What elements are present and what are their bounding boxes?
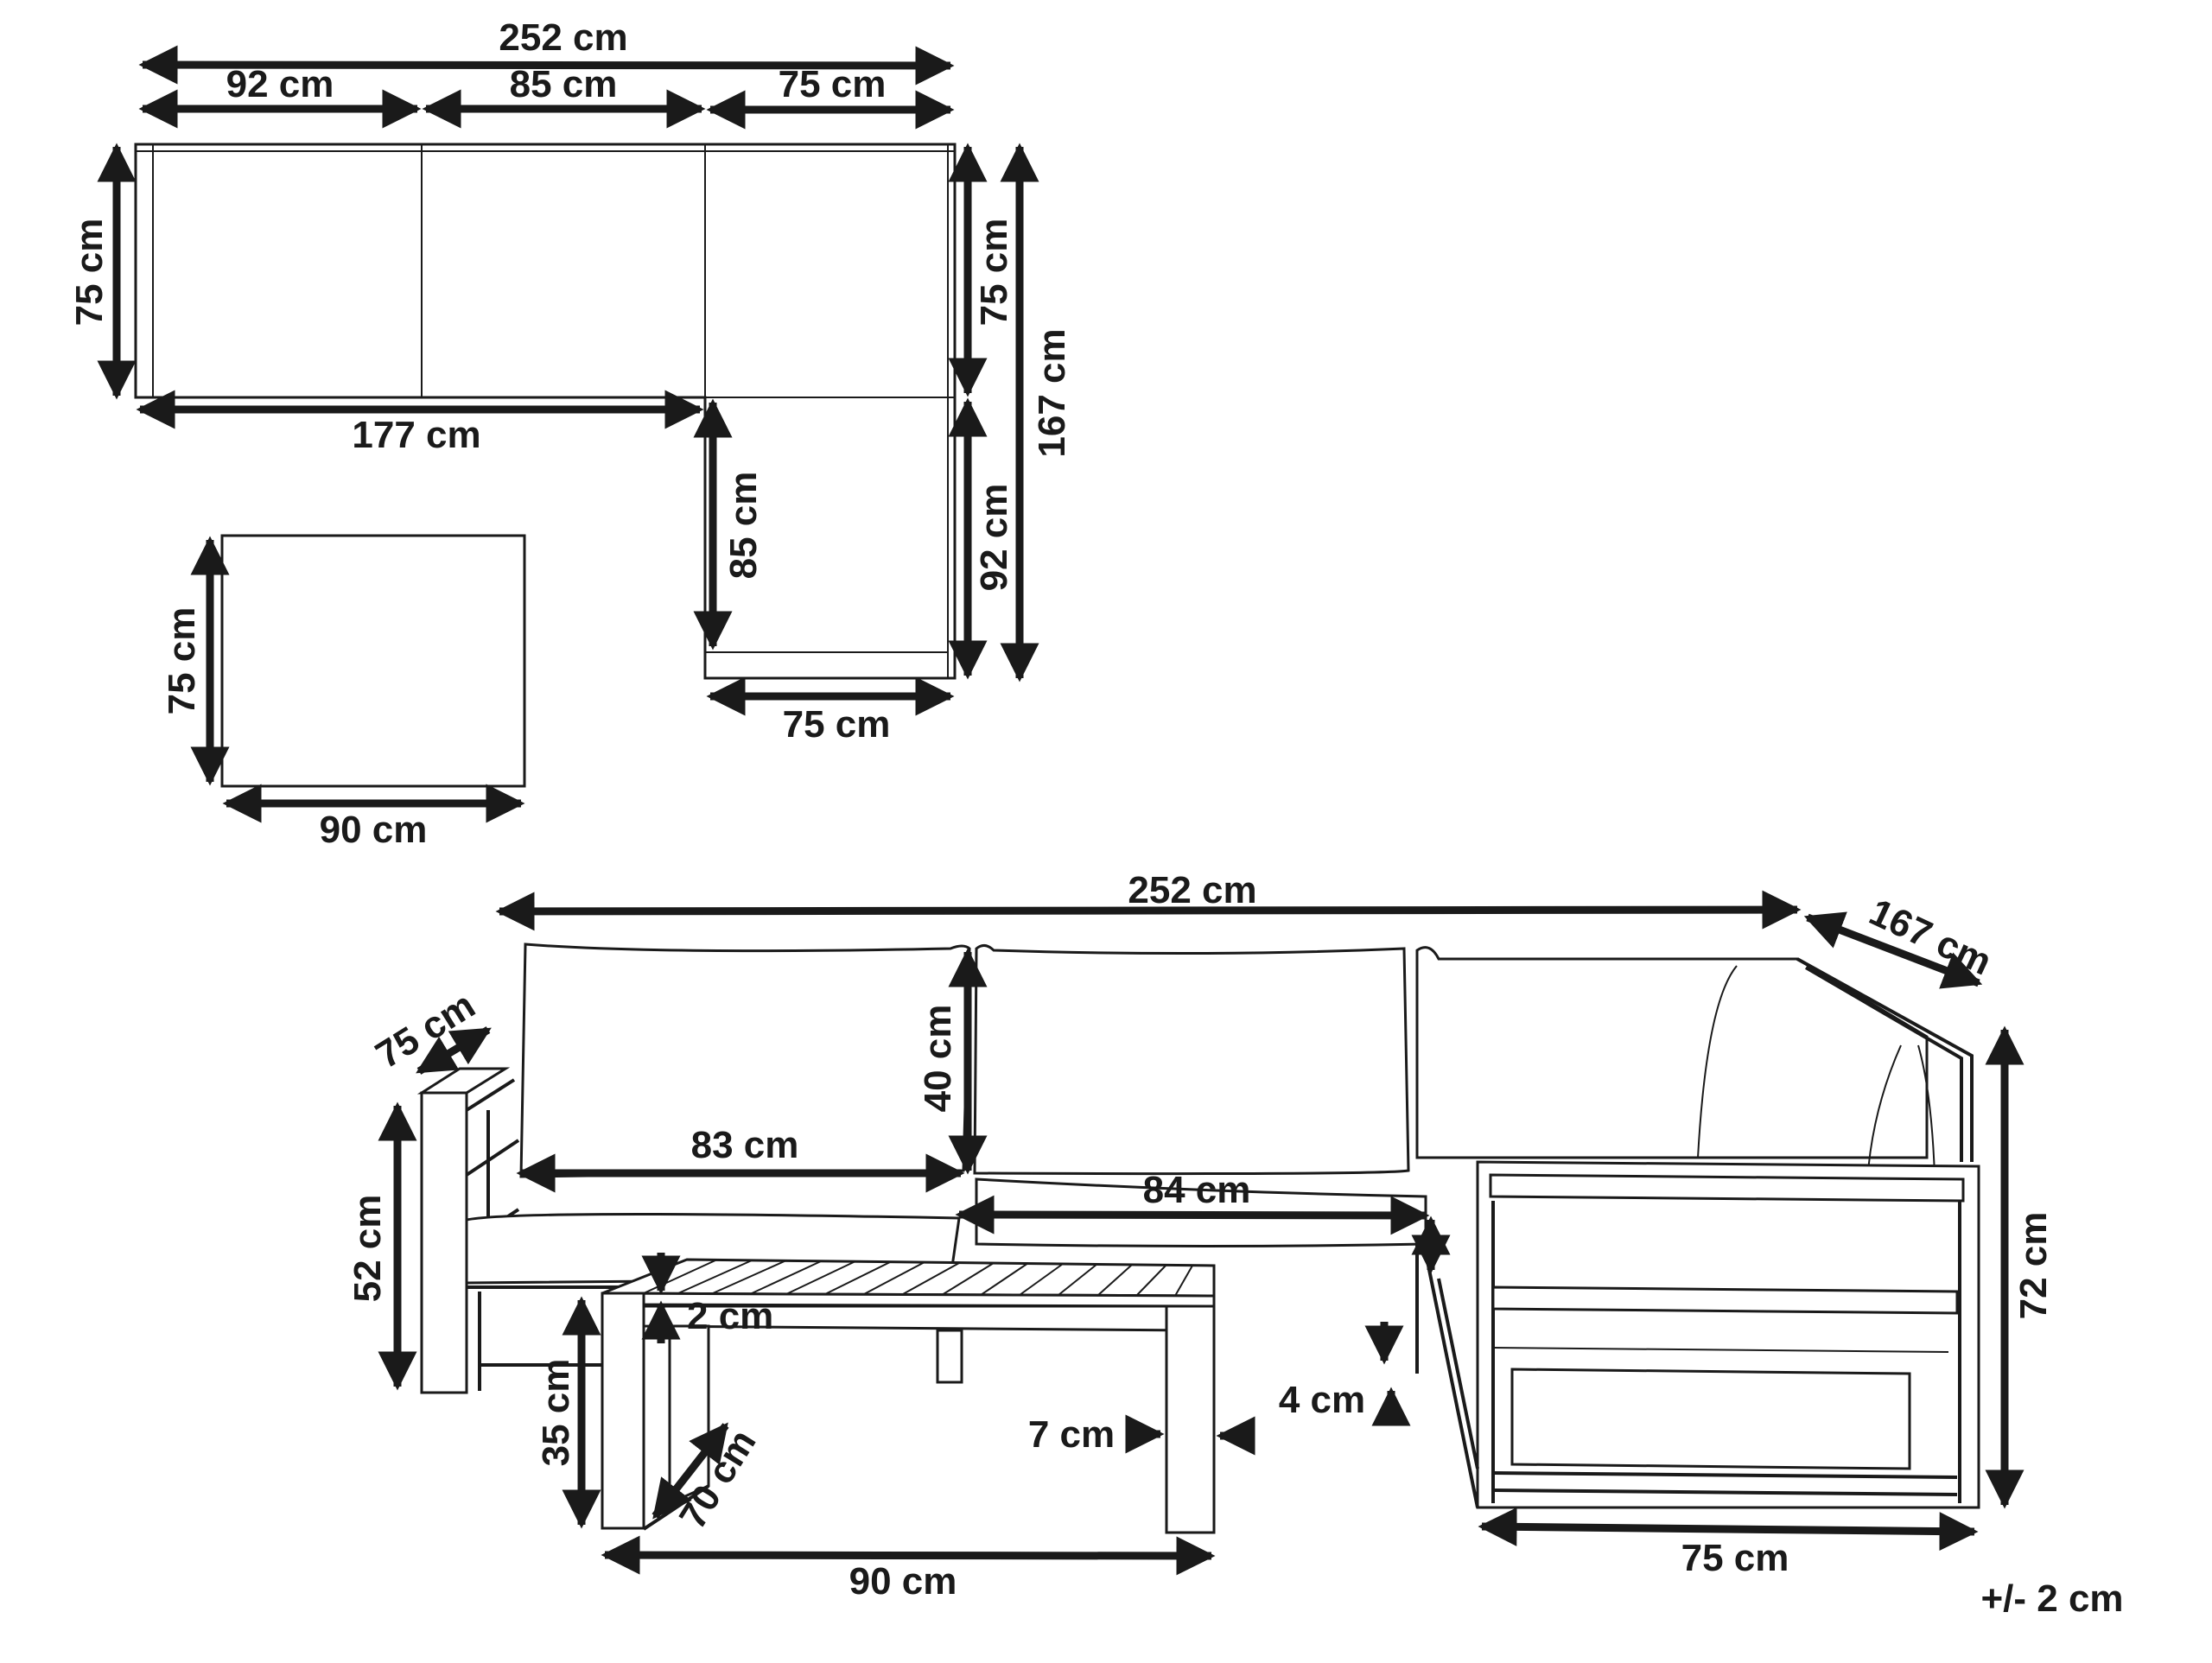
persp-total-width-label: 252 cm: [1128, 869, 1256, 911]
persp-back-height-label: 40 cm: [917, 1005, 959, 1113]
tolerance-note: +/- 2 cm: [1980, 1577, 2123, 1620]
plan-segment-1-label: 92 cm: [226, 63, 334, 105]
plan-total-width-label: 252 cm: [499, 16, 627, 59]
plan-view-sofa: 252 cm 92 cm 85 cm 75 cm 75 cm 177 cm 85…: [68, 16, 1073, 746]
persp-total-height-label: 72 cm: [2012, 1212, 2055, 1320]
plan-chaise-width-label: 75 cm: [783, 703, 891, 746]
table-plan-width-label: 90 cm: [320, 809, 428, 851]
plan-inner-width-label: 177 cm: [352, 414, 480, 456]
persp-arm-height-label: 52 cm: [346, 1195, 389, 1303]
table-leg-front-right: [1165, 1304, 1216, 1534]
plan-segment-2-label: 85 cm: [510, 63, 618, 105]
table-plan-outline: [220, 534, 526, 788]
plan-inner-depth-label: 85 cm: [722, 472, 765, 580]
corner-unit: [1415, 1160, 1980, 1509]
persp-table-leg-label: 7 cm: [1028, 1413, 1115, 1456]
persp-seat-cushion-label: 4 cm: [1279, 1379, 1365, 1421]
back-cushion-corner: [1415, 946, 1929, 1159]
plan-right-upper-label: 75 cm: [973, 219, 1015, 327]
back-cushion-left: [519, 943, 971, 1178]
persp-table-height-label: 35 cm: [535, 1359, 577, 1467]
plan-total-depth-label: 167 cm: [1031, 328, 1073, 457]
persp-total-depth-label: 167 cm: [1863, 891, 1998, 983]
persp-seat-left-label: 83 cm: [691, 1124, 799, 1166]
perspective-view: 252 cm 167 cm 75 cm 52 cm 40 cm 83 cm 84…: [346, 869, 2055, 1603]
table-plan-depth-label: 75 cm: [161, 607, 203, 715]
plan-left-depth-label: 75 cm: [68, 219, 111, 327]
plan-segment-3-label: 75 cm: [779, 63, 887, 105]
plan-view-table: 75 cm 90 cm: [161, 534, 526, 851]
persp-table-width-label: 90 cm: [849, 1560, 957, 1603]
persp-corner-width-label: 75 cm: [1681, 1537, 1789, 1579]
plan-total-width-arrow: [138, 45, 955, 86]
table-leg-front-left: [601, 1292, 645, 1530]
persp-table-top-label: 2 cm: [687, 1295, 773, 1337]
plan-right-lower-label: 92 cm: [973, 484, 1015, 592]
persp-seat-middle-label: 84 cm: [1143, 1169, 1251, 1211]
back-cushion-middle: [973, 944, 1410, 1176]
